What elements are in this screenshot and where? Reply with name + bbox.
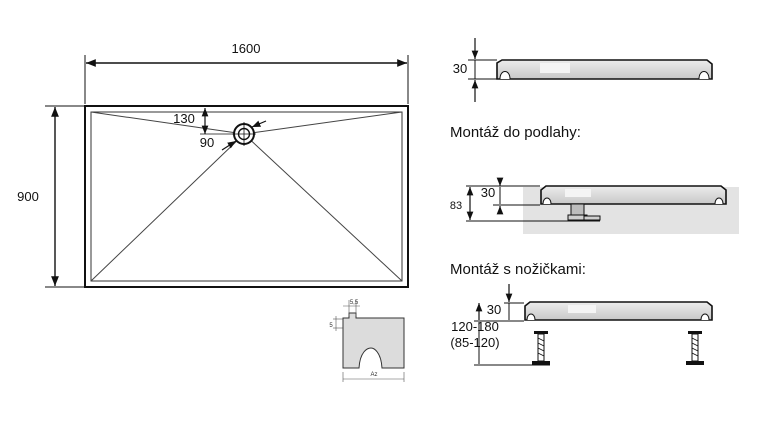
drain-diameter-label: 90: [200, 135, 214, 150]
edge-detail-view: 5,5 5 Az: [329, 300, 405, 382]
edge-top-label: 5,5: [350, 300, 359, 306]
floor-thickness-label: 30: [481, 185, 495, 200]
floor-mount-caption: Montáž do podlahy:: [450, 124, 581, 141]
floor-mount-view: Montáž do podlahy: 83 30: [450, 124, 739, 234]
section-profile-view: 30: [453, 38, 713, 102]
feet-thickness-label: 30: [487, 302, 501, 317]
drain-siphon: [567, 203, 601, 221]
section-thickness-label: 30: [453, 61, 467, 76]
tray-inner-outline: [90, 111, 403, 282]
feet-height-label: 120-180: [451, 319, 499, 334]
drain-symbol: [232, 122, 256, 146]
plan-view: 1600 900 130 90: [17, 41, 409, 288]
floor-depth-label: 83: [450, 200, 462, 212]
slope-lines: [90, 111, 403, 282]
adjustable-foot-left: [532, 331, 550, 365]
feet-mount-caption: Montáž s nožičkami:: [450, 261, 586, 278]
edge-width-label: Az: [370, 372, 377, 378]
feet-height-alt-label: (85-120): [450, 335, 499, 350]
drain-offset-label: 130: [173, 111, 195, 126]
width-label: 1600: [232, 41, 261, 56]
adjustable-foot-right: [686, 331, 704, 365]
edge-side-label: 5: [329, 323, 333, 329]
height-label: 900: [17, 189, 39, 204]
feet-mount-view: Montáž s nožičkami: 30 120-180 (85-120): [450, 261, 713, 366]
